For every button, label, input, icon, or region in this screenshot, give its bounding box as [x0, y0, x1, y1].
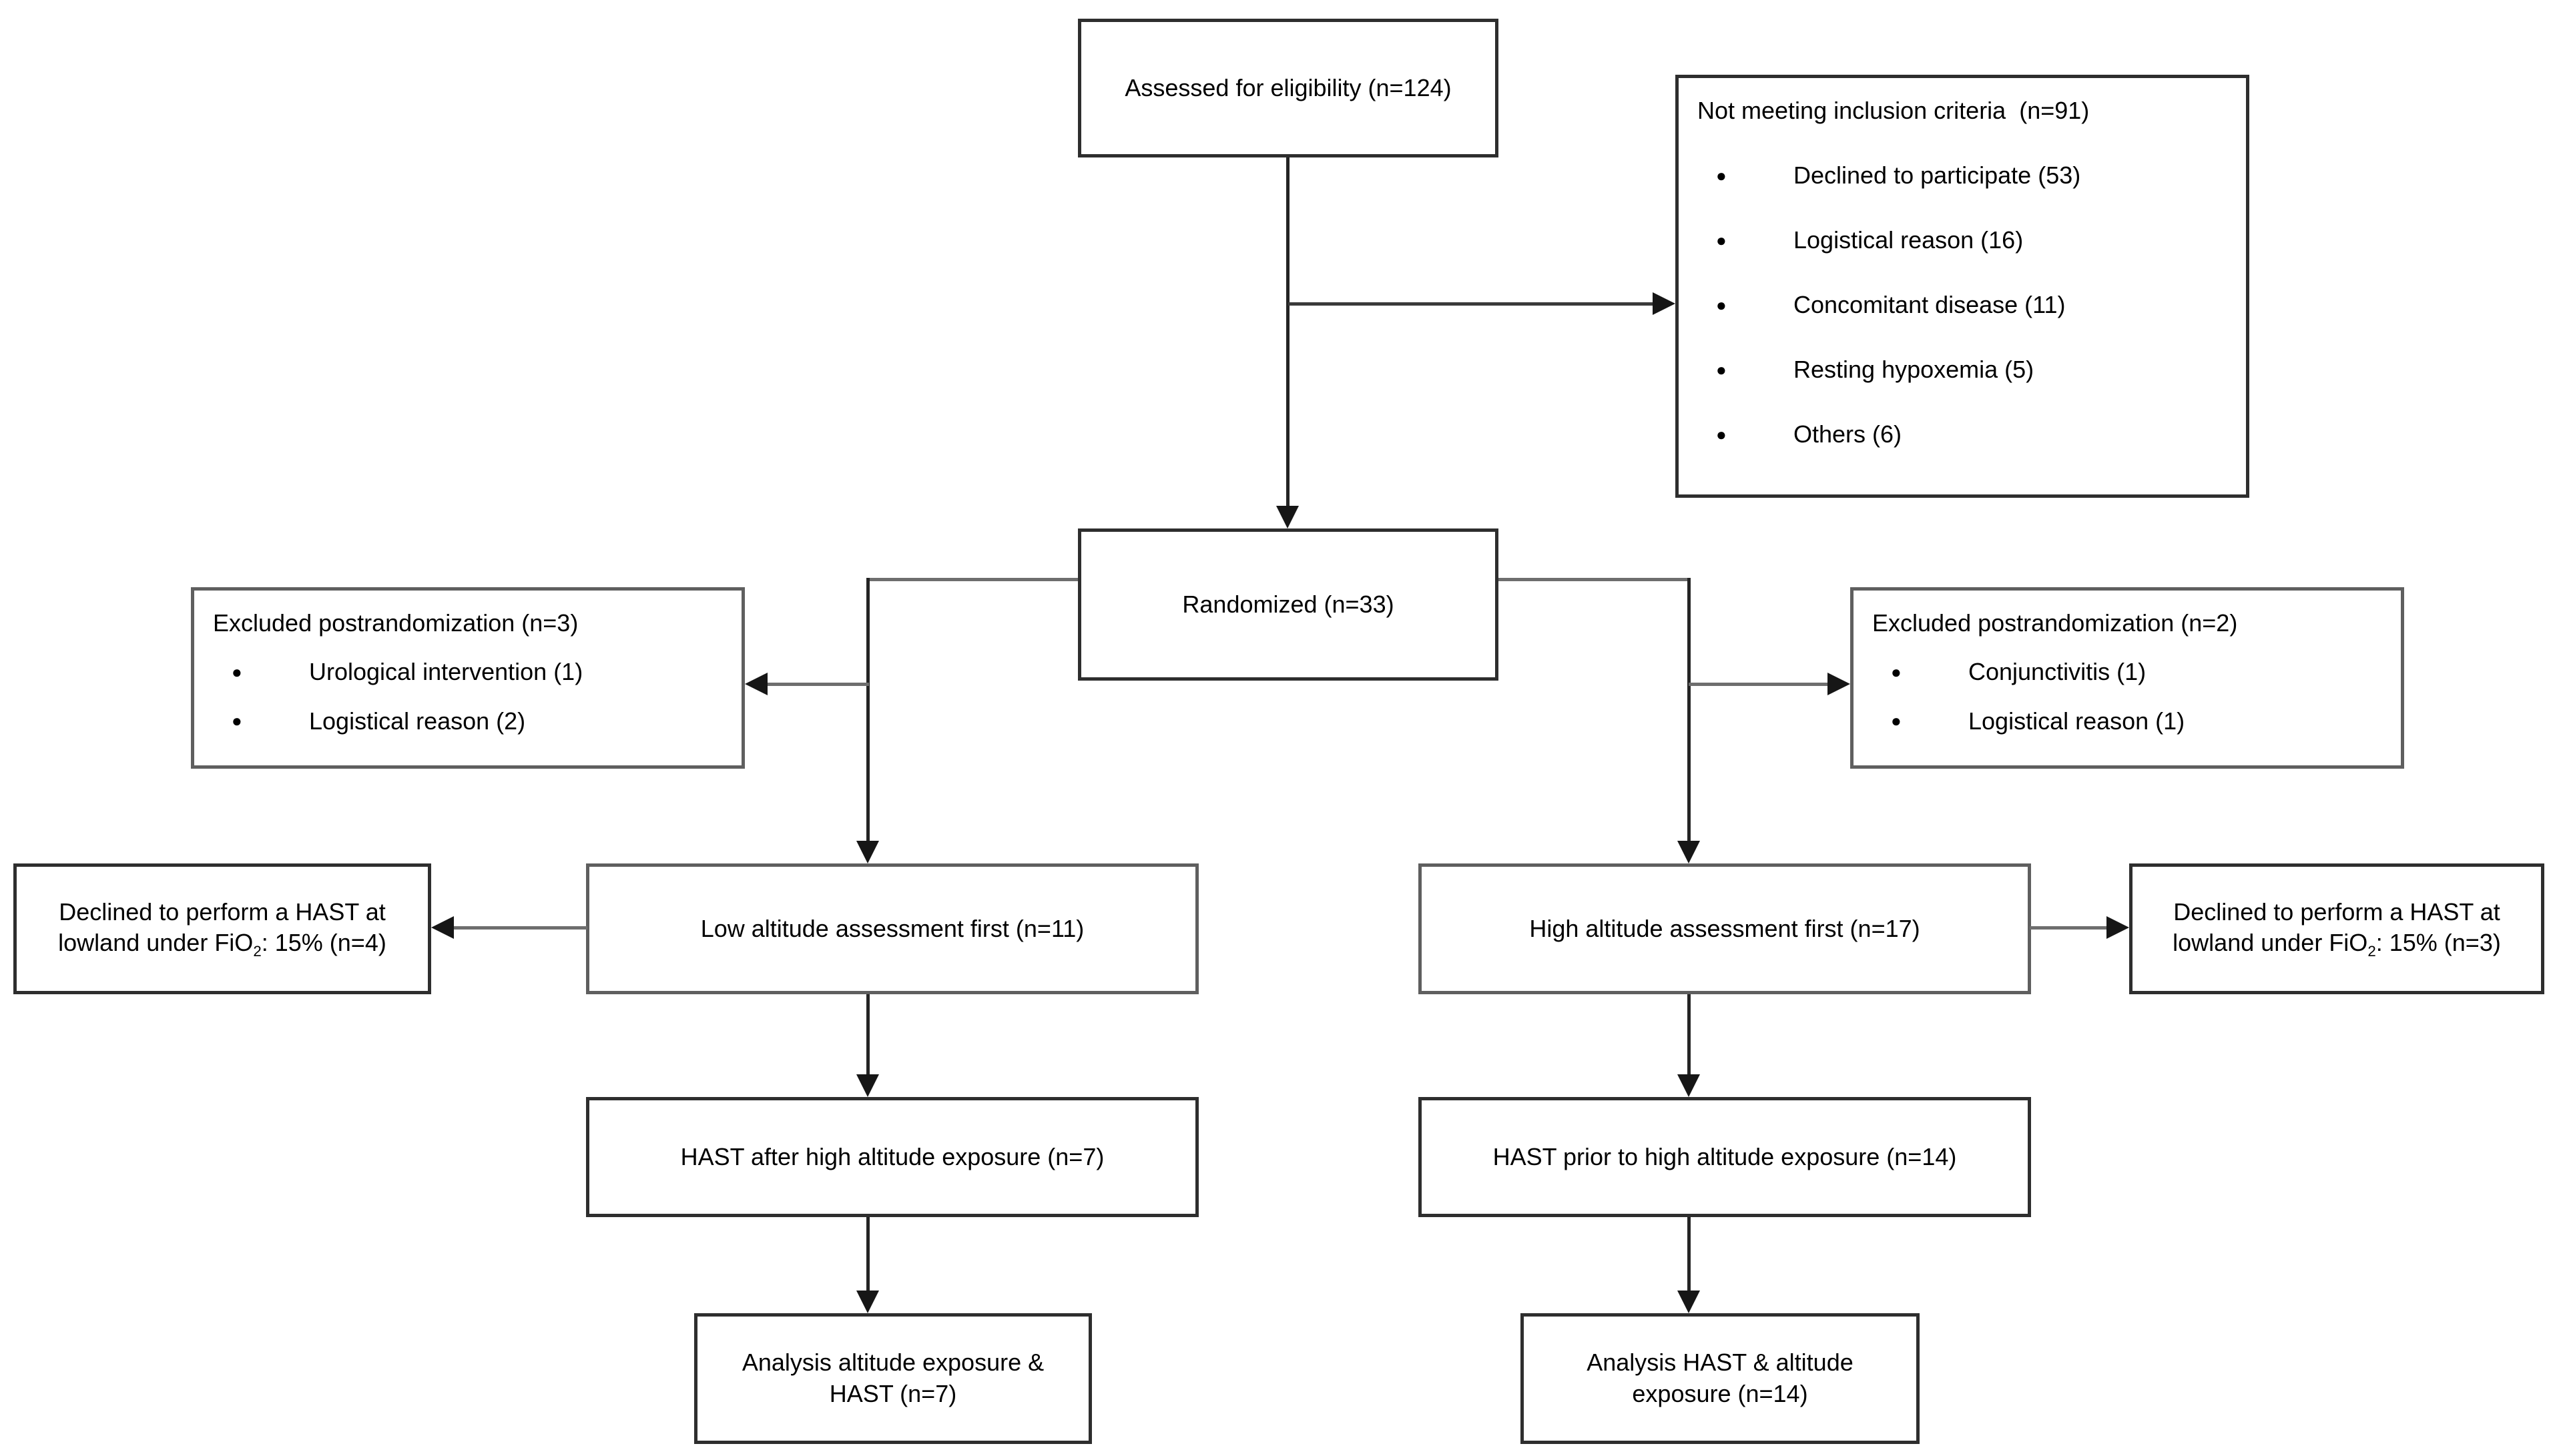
line-hast-to-analysis-left	[866, 1217, 870, 1293]
excluded-right-box: Excluded postrandomization (n=2) ● Conjun…	[1850, 587, 2404, 769]
assessed-label: Assessed for eligibility (n=124)	[1125, 73, 1452, 101]
arrowhead-into-excluded-right	[1827, 673, 1850, 695]
arrowhead-into-low-first	[856, 841, 879, 863]
bullet-icon: ●	[1716, 165, 1727, 186]
list-item: ● Conjunctivitis (1)	[1872, 657, 2382, 688]
excluded-left-box: Excluded postrandomization (n=3) ● Urolog…	[191, 587, 745, 769]
analysis-left-box: Analysis altitude exposure & HAST (n=7)	[694, 1313, 1092, 1444]
hast-after-box: HAST after high altitude exposure (n=7)	[586, 1097, 1199, 1217]
list-item-label: Logistical reason (16)	[1793, 226, 2024, 254]
line-left-trunk	[866, 578, 870, 843]
randomized-box: Randomized (n=33)	[1078, 528, 1498, 681]
bullet-icon: ●	[1891, 661, 1902, 682]
line-randomized-right	[1498, 578, 1689, 581]
declined-left-text-tail: : 15% (n=4)	[261, 929, 386, 957]
line-branch-excluded-left	[768, 683, 869, 686]
line-assessed-to-randomized	[1286, 157, 1290, 508]
line-randomized-left	[868, 578, 1078, 581]
excluded-left-title: Excluded postrandomization (n=3)	[213, 609, 579, 637]
list-item-label: Concomitant disease (11)	[1793, 291, 2066, 318]
hast-after-label: HAST after high altitude exposure (n=7)	[680, 1142, 1105, 1170]
declined-right-text: Declined to perform a HAST at lowland un…	[2173, 897, 2500, 957]
line-branch-excluded-right	[1689, 683, 1827, 686]
arrowhead-into-declined-right	[2106, 916, 2129, 939]
not-meeting-box: Not meeting inclusion criteria (n=91) ● D…	[1675, 75, 2249, 498]
arrowhead-into-high-first	[1677, 841, 1700, 863]
line-right-trunk	[1687, 578, 1691, 843]
list-item: ● Others (6)	[1697, 419, 2227, 450]
arrowhead-into-analysis-right	[1677, 1291, 1700, 1313]
list-item: ● Urological intervention (1)	[213, 657, 723, 688]
list-item-label: Others (6)	[1793, 420, 1902, 448]
randomized-label: Randomized (n=33)	[1182, 590, 1394, 618]
declined-left-label: Declined to perform a HAST at lowland un…	[27, 897, 417, 962]
list-item-label: Logistical reason (1)	[1968, 707, 2185, 735]
analysis-right-label: Analysis HAST & altitude exposure (n=14)	[1587, 1349, 1854, 1407]
excluded-right-title: Excluded postrandomization (n=2)	[1872, 609, 2238, 637]
declined-right-box: Declined to perform a HAST at lowland un…	[2129, 863, 2544, 994]
arrowhead-into-hast-after	[856, 1074, 879, 1097]
list-item-label: Logistical reason (2)	[309, 707, 526, 735]
line-low-to-hast	[866, 994, 870, 1077]
bullet-icon: ●	[1716, 230, 1727, 250]
low-first-label: Low altitude assessment first (n=11)	[700, 914, 1085, 942]
assessed-box: Assessed for eligibility (n=124)	[1078, 19, 1498, 157]
list-item-label: Declined to participate (53)	[1793, 161, 2081, 189]
bullet-icon: ●	[1716, 294, 1727, 315]
arrowhead-into-excluded-left	[745, 673, 768, 695]
low-first-box: Low altitude assessment first (n=11)	[586, 863, 1199, 994]
excluded-left-list: ● Urological intervention (1) ● Logistical…	[213, 639, 723, 755]
bullet-icon: ●	[1716, 359, 1727, 380]
list-item: ● Declined to participate (53)	[1697, 160, 2227, 192]
list-item-label: Resting hypoxemia (5)	[1793, 356, 2034, 383]
hast-prior-label: HAST prior to high altitude exposure (n=…	[1492, 1142, 1957, 1170]
list-item: ● Concomitant disease (11)	[1697, 290, 2227, 321]
excluded-right-list: ● Conjunctivitis (1) ● Logistical reason (…	[1872, 639, 2382, 755]
bullet-icon: ●	[1891, 711, 1902, 731]
declined-right-text-tail: : 15% (n=3)	[2375, 929, 2501, 957]
line-high-to-hast	[1687, 994, 1691, 1077]
line-branch-not-meeting	[1288, 302, 1655, 306]
arrowhead-into-analysis-left	[856, 1291, 879, 1313]
declined-left-text: Declined to perform a HAST at lowland un…	[58, 897, 386, 957]
arrowhead-into-hast-prior	[1677, 1074, 1700, 1097]
list-item-label: Conjunctivitis (1)	[1968, 658, 2147, 686]
not-meeting-list: ● Declined to participate (53) ● Logistica…	[1697, 127, 2227, 484]
bullet-icon: ●	[232, 661, 242, 682]
line-hast-to-analysis-right	[1687, 1217, 1691, 1293]
analysis-right-box: Analysis HAST & altitude exposure (n=14)	[1520, 1313, 1920, 1444]
hast-prior-box: HAST prior to high altitude exposure (n=…	[1418, 1097, 2031, 1217]
list-item: ● Logistical reason (16)	[1697, 225, 2227, 256]
arrowhead-into-declined-left	[431, 916, 454, 939]
high-first-label: High altitude assessment first (n=17)	[1529, 914, 1920, 942]
declined-right-label: Declined to perform a HAST at lowland un…	[2143, 897, 2530, 962]
bullet-icon: ●	[232, 711, 242, 731]
list-item: ● Resting hypoxemia (5)	[1697, 354, 2227, 386]
declined-left-subscript: 2	[253, 943, 262, 960]
arrowhead-into-randomized	[1276, 506, 1299, 528]
declined-right-subscript: 2	[2367, 943, 2376, 960]
line-branch-declined-left	[454, 926, 587, 930]
declined-left-box: Declined to perform a HAST at lowland un…	[13, 863, 431, 994]
high-first-box: High altitude assessment first (n=17)	[1418, 863, 2031, 994]
line-branch-declined-right	[2030, 926, 2108, 930]
not-meeting-title: Not meeting inclusion criteria (n=91)	[1697, 97, 2090, 124]
bullet-icon: ●	[1716, 424, 1727, 444]
analysis-left-label: Analysis altitude exposure & HAST (n=7)	[742, 1349, 1045, 1407]
list-item: ● Logistical reason (2)	[213, 706, 723, 737]
list-item: ● Logistical reason (1)	[1872, 706, 2382, 737]
list-item-label: Urological intervention (1)	[309, 658, 583, 686]
arrowhead-into-not-meeting	[1653, 292, 1675, 315]
